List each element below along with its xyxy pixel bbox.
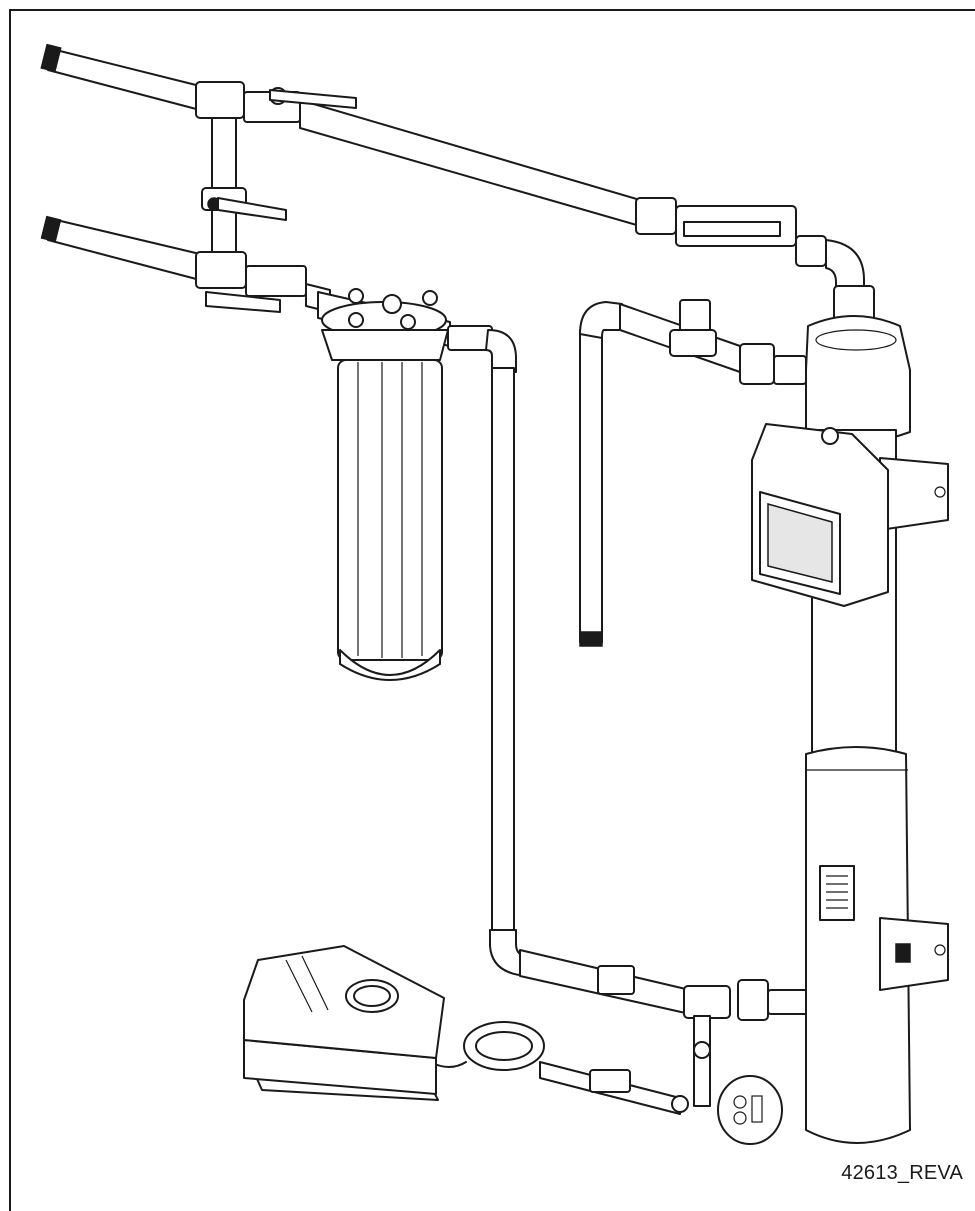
flow-meter-assembly <box>635 197 865 297</box>
bypass-vertical-pipe <box>201 117 287 261</box>
lower-supply-pipe <box>40 215 331 313</box>
drawing-code: 42613_REVA <box>841 1162 963 1184</box>
wall-bracket-upper <box>879 457 949 531</box>
filter-outlet-pipe <box>447 325 529 977</box>
sediment-filter-housing <box>317 288 451 681</box>
lower-return-pipe <box>519 949 809 1021</box>
wall-bracket-lower <box>879 917 949 991</box>
solenoid-valve-line <box>579 299 807 647</box>
pressure-gauge-assembly <box>539 1015 783 1145</box>
uv-controller <box>751 423 889 607</box>
uv-chamber <box>805 285 911 1144</box>
controller-box <box>243 945 445 1101</box>
coiled-tubing <box>429 1021 545 1071</box>
top-ball-valve <box>195 81 357 123</box>
top-supply-pipe <box>40 43 641 227</box>
drawing-frame <box>9 9 975 1211</box>
